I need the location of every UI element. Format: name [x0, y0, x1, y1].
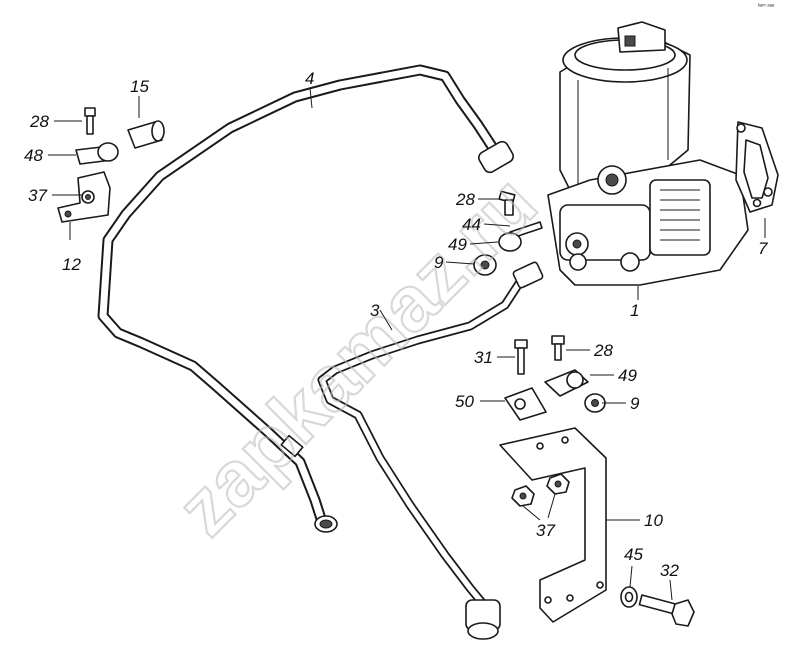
callout-49-top: 49 — [448, 235, 467, 254]
pipe-4 — [97, 64, 514, 533]
callout-9-top: 9 — [434, 253, 444, 272]
corner-mark: ᵏᵃᵐ ᵃᵃᵃ — [758, 3, 775, 10]
callout-9-bottom: 9 — [630, 394, 640, 413]
leader-lines — [48, 87, 766, 601]
callout-12: 12 — [62, 255, 81, 274]
callout-37-left: 37 — [28, 186, 47, 205]
callout-28-pump: 28 — [455, 190, 475, 209]
bolt-28-right — [551, 335, 565, 361]
callout-37-bottom: 37 — [536, 521, 555, 540]
pipe-4-nut — [478, 140, 514, 174]
watermark: zapkamaz.ru — [160, 159, 553, 552]
callout-15: 15 — [130, 77, 149, 96]
callout-28-left: 28 — [29, 112, 49, 131]
callout-50: 50 — [455, 392, 474, 411]
clamp-49-top — [498, 232, 522, 252]
callout-3: 3 — [370, 301, 380, 320]
washer-45 — [620, 586, 638, 608]
callout-48: 48 — [24, 146, 43, 165]
pipe-3 — [317, 261, 544, 640]
callout-31: 31 — [474, 348, 493, 367]
gasket — [735, 121, 779, 213]
power-steering-pump — [547, 21, 749, 286]
bolt-31 — [514, 339, 528, 375]
callout-28-right: 28 — [593, 341, 613, 360]
callout-49-bottom: 49 — [618, 366, 637, 385]
clamp-48 — [75, 142, 119, 165]
callout-1: 1 — [630, 301, 639, 320]
callout-4: 4 — [305, 69, 314, 88]
callout-32: 32 — [660, 561, 679, 580]
pipe-3-nut-top — [512, 261, 544, 289]
callout-7: 7 — [758, 239, 768, 258]
sleeve-15 — [127, 120, 165, 149]
bolt-28-pump — [498, 190, 516, 216]
callout-10: 10 — [644, 511, 663, 530]
bolt-28-left — [84, 107, 96, 135]
nut-37-left — [511, 485, 535, 507]
clamp-49-bottom — [544, 369, 589, 397]
callout-45: 45 — [624, 545, 643, 564]
bracket-12 — [57, 171, 111, 223]
sleeve-9-bottom — [584, 393, 606, 413]
bracket — [499, 427, 607, 623]
bolt-32 — [638, 594, 695, 627]
sleeve-9-top — [473, 254, 497, 276]
clamp-50 — [504, 387, 547, 421]
callout-44: 44 — [462, 215, 481, 234]
nut-37-right — [546, 473, 570, 495]
